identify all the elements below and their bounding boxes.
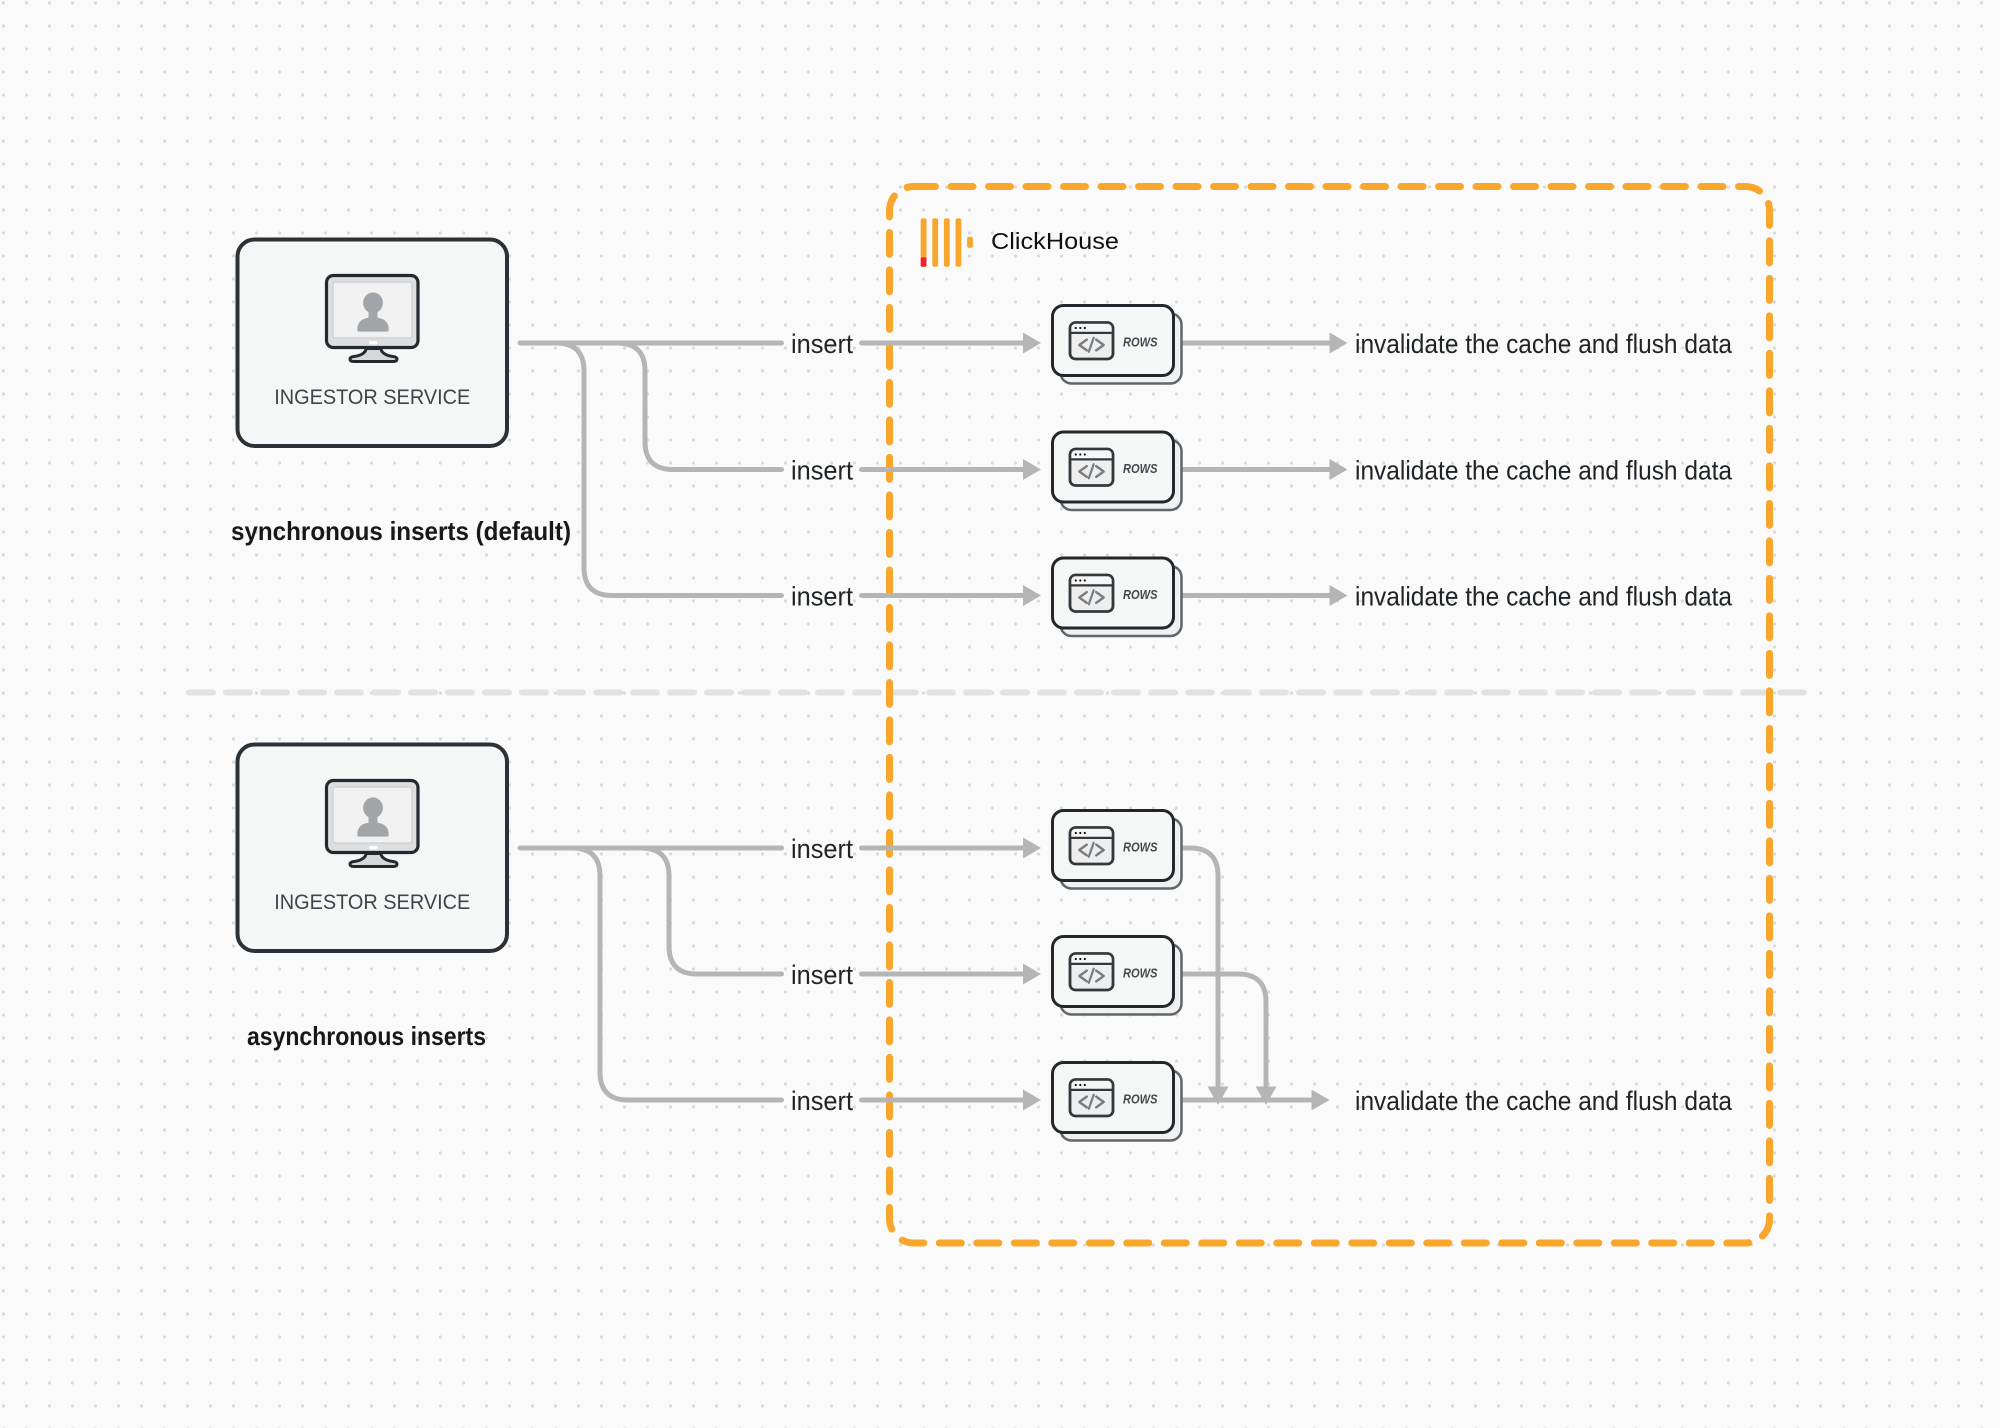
svg-text:ClickHouse: ClickHouse bbox=[991, 228, 1119, 254]
svg-text:invalidate the cache and flush: invalidate the cache and flush data bbox=[1355, 456, 1732, 486]
svg-text:invalidate the cache and flush: invalidate the cache and flush data bbox=[1355, 329, 1732, 359]
svg-text:insert: insert bbox=[791, 456, 854, 486]
svg-text:insert: insert bbox=[791, 1086, 854, 1116]
svg-text:insert: insert bbox=[791, 834, 854, 864]
svg-text:synchronous inserts (default): synchronous inserts (default) bbox=[231, 516, 571, 546]
svg-text:invalidate the cache and flush: invalidate the cache and flush data bbox=[1355, 1086, 1732, 1116]
svg-text:insert: insert bbox=[791, 582, 854, 612]
svg-text:insert: insert bbox=[791, 329, 854, 359]
svg-text:invalidate the cache and flush: invalidate the cache and flush data bbox=[1355, 582, 1732, 612]
svg-text:asynchronous inserts: asynchronous inserts bbox=[247, 1021, 486, 1051]
svg-text:insert: insert bbox=[791, 960, 854, 990]
